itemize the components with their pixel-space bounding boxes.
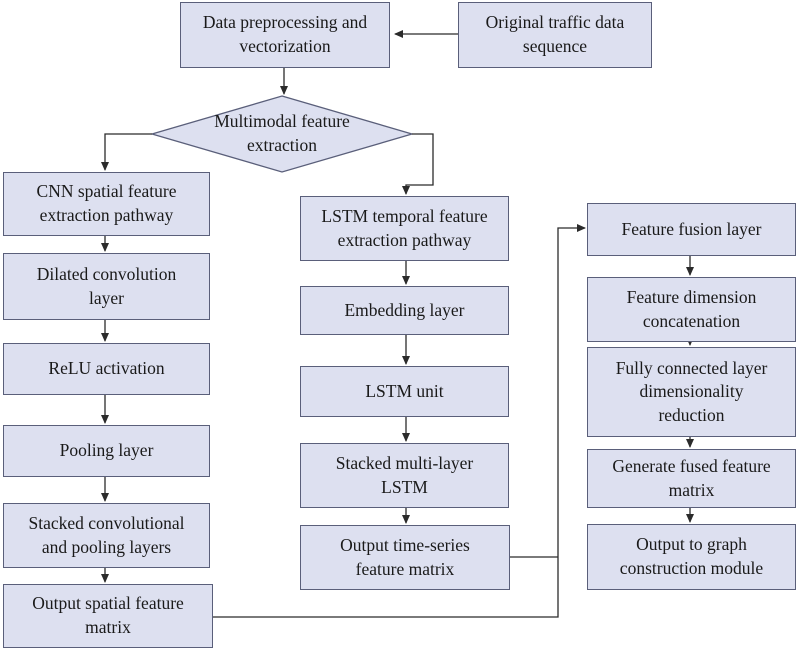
arrow-multimodal-to-cnn: [101, 133, 152, 171]
output-graph-box: Output to graph construction module: [587, 524, 796, 590]
fusion-box: Feature fusion layer: [587, 203, 796, 256]
fc-reduction-box: Fully connected layer dimensionality red…: [587, 347, 796, 437]
embedding-box: Embedding layer: [300, 286, 509, 335]
stacked-conv-box: Stacked convolutional and pooling layers: [3, 503, 210, 568]
output-timeseries-box: Output time-series feature matrix: [300, 525, 510, 590]
multimodal-label: Multimodal feature extraction: [214, 111, 350, 155]
decision-diamond: [149, 95, 415, 173]
arrow-multimodal-to-lstm: [402, 133, 434, 195]
dilated-conv-box: Dilated convolution layer: [3, 253, 210, 320]
preprocess-box: Data preprocessing and vectorization: [180, 2, 390, 68]
lstm-pathway-box: LSTM temporal feature extraction pathway: [300, 196, 509, 261]
concat-box: Feature dimension concatenation: [587, 277, 796, 342]
original-data-box: Original traffic data sequence: [458, 2, 652, 68]
output-spatial-box: Output spatial feature matrix: [3, 584, 213, 648]
relu-box: ReLU activation: [3, 343, 210, 395]
lstm-unit-box: LSTM unit: [300, 366, 509, 417]
fused-matrix-box: Generate fused feature matrix: [587, 449, 796, 508]
stacked-lstm-box: Stacked multi-layer LSTM: [300, 443, 509, 508]
pooling-box: Pooling layer: [3, 425, 210, 477]
cnn-pathway-box: CNN spatial feature extraction pathway: [3, 172, 210, 236]
arrow-spatial-to-fusion: [213, 224, 586, 618]
